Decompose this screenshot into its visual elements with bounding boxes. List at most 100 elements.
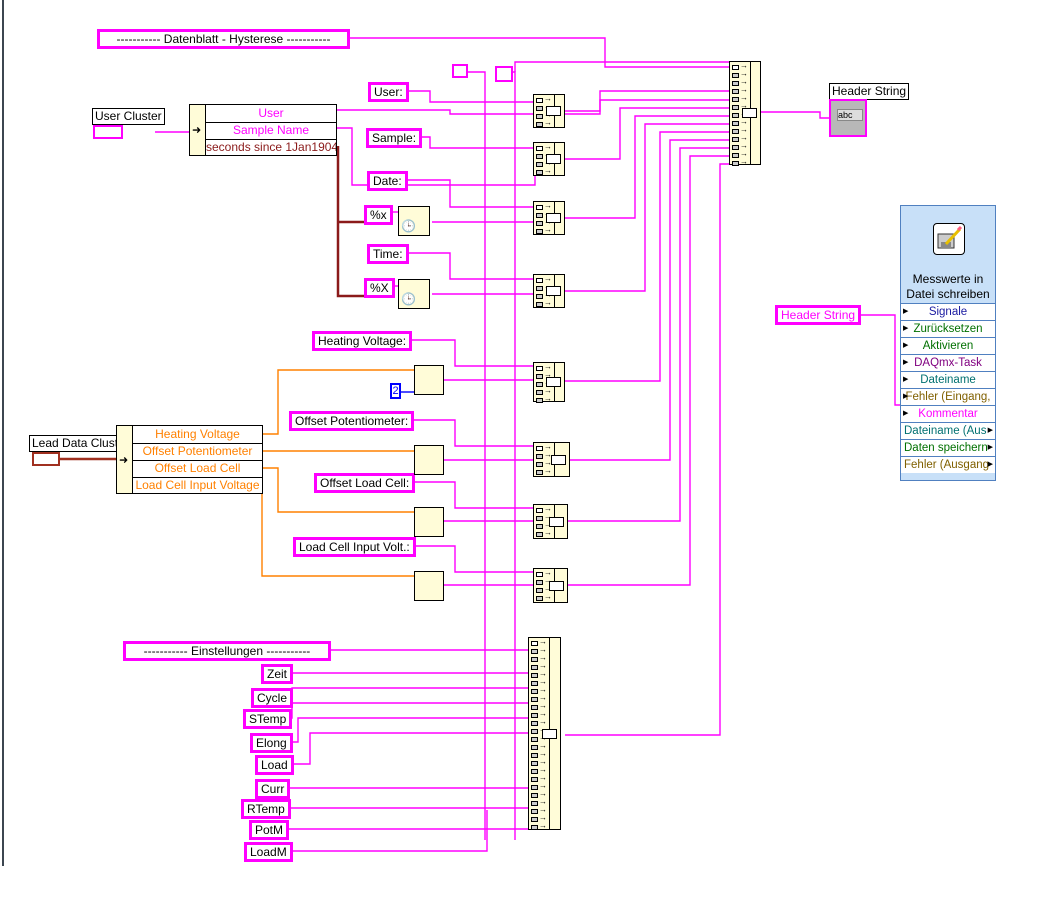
end-of-line-constant-icon[interactable] (495, 66, 513, 82)
concat-input-terminal[interactable] (732, 86, 748, 95)
express-output-terminal[interactable]: Dateiname (Aus▶ (901, 422, 995, 439)
concat-input-terminal[interactable] (536, 505, 552, 514)
column-constant-elong[interactable]: Elong (250, 733, 293, 753)
format-into-string-function[interactable] (414, 365, 444, 395)
concatenate-strings-function[interactable] (533, 568, 568, 603)
concat-input-terminal[interactable] (732, 70, 748, 79)
einstellungen-string-constant[interactable]: ----------- Einstellungen ----------- (123, 641, 331, 661)
concatenate-strings-function-columns[interactable] (528, 637, 561, 830)
concatenate-strings-function[interactable] (533, 201, 565, 235)
concat-input-terminal[interactable] (536, 521, 552, 530)
concat-input-terminal[interactable] (536, 593, 552, 602)
concat-input-terminal[interactable] (536, 443, 552, 452)
concat-input-terminal[interactable] (531, 742, 547, 751)
load-cell-input-volt-string-constant[interactable]: Load Cell Input Volt.: (293, 537, 416, 557)
concat-input-terminal[interactable] (536, 459, 552, 468)
express-input-terminal[interactable]: ▶Aktivieren (901, 337, 995, 354)
column-constant-curr[interactable]: Curr (255, 779, 291, 799)
format-into-string-function[interactable] (414, 571, 444, 601)
concat-input-terminal[interactable] (531, 766, 547, 775)
concat-input-terminal[interactable] (536, 387, 552, 396)
express-output-terminal[interactable]: Fehler (Ausgang▶ (901, 456, 995, 473)
concat-input-terminal[interactable] (536, 569, 552, 578)
concatenate-strings-function[interactable] (533, 442, 570, 477)
concat-input-terminal[interactable] (531, 662, 547, 671)
concat-input-terminal[interactable] (732, 158, 748, 167)
concatenate-strings-function[interactable] (533, 274, 565, 308)
concat-input-terminal[interactable] (732, 126, 748, 135)
express-input-terminal[interactable]: ▶Kommentar (901, 405, 995, 422)
express-input-terminal[interactable]: ▶Zurücksetzen (901, 320, 995, 337)
concat-input-terminal[interactable] (536, 143, 552, 152)
tab-constant-icon[interactable] (452, 64, 468, 78)
format-into-string-function[interactable] (414, 507, 444, 537)
unbundle-field-seconds[interactable]: seconds since 1Jan1904 (206, 140, 336, 154)
concat-input-terminal[interactable] (531, 750, 547, 759)
offset-potentiometer-string-constant[interactable]: Offset Potentiometer: (289, 411, 415, 431)
concat-input-terminal[interactable] (536, 577, 552, 586)
unbundle-field-load-cell-input-voltage[interactable]: Load Cell Input Voltage (135, 478, 260, 492)
precision-numeric-constant[interactable]: 2 (390, 383, 401, 399)
concat-input-terminal[interactable] (536, 167, 552, 176)
write-to-measurement-file-express-vi[interactable]: Messwerte in Datei schreiben ▶Signale▶Zu… (900, 205, 996, 481)
unbundle-field-offset-potentiometer[interactable]: Offset Potentiometer (133, 443, 262, 461)
offset-load-cell-string-constant[interactable]: Offset Load Cell: (314, 473, 416, 493)
column-constant-cycle[interactable]: Cycle (251, 688, 294, 708)
datenblatt-string-constant[interactable]: ----------- Datenblatt - Hysterese -----… (97, 29, 350, 49)
concatenate-strings-function[interactable] (533, 142, 565, 176)
express-input-terminal[interactable]: ▶Fehler (Eingang, (901, 388, 995, 405)
express-input-terminal[interactable]: ▶Dateiname (901, 371, 995, 388)
concat-input-terminal[interactable] (536, 371, 552, 380)
heating-voltage-string-constant[interactable]: Heating Voltage: (312, 331, 413, 351)
concat-input-terminal[interactable] (536, 529, 552, 538)
concat-input-terminal[interactable] (732, 94, 748, 103)
concat-input-terminal[interactable] (531, 782, 547, 791)
time-string-constant[interactable]: Time: (367, 244, 409, 264)
format-datetime-function[interactable]: 🕒 (398, 206, 430, 236)
concatenate-strings-function[interactable] (533, 504, 568, 539)
concat-input-terminal[interactable] (531, 806, 547, 815)
concat-input-terminal[interactable] (536, 513, 552, 522)
user-unbundle-by-name[interactable]: ➜ User Sample Name seconds since 1Jan190… (189, 104, 337, 156)
unbundle-field-heating-voltage[interactable]: Heating Voltage (133, 426, 262, 444)
concat-input-terminal[interactable] (732, 150, 748, 159)
concat-input-terminal[interactable] (732, 78, 748, 87)
column-constant-zeit[interactable]: Zeit (261, 664, 294, 684)
unbundle-field-user[interactable]: User (206, 105, 336, 123)
concat-input-terminal[interactable] (536, 363, 552, 372)
header-string-local-constant[interactable]: Header String (775, 305, 862, 325)
concat-input-terminal[interactable] (732, 142, 748, 151)
concatenate-strings-function-header[interactable] (729, 61, 761, 167)
express-input-terminal[interactable]: ▶Signale (901, 303, 995, 320)
header-string-indicator[interactable]: abc (829, 99, 867, 137)
concatenate-strings-function[interactable] (533, 94, 565, 128)
concat-input-terminal[interactable] (531, 702, 547, 711)
lead-data-cluster-control[interactable] (32, 452, 60, 466)
column-constant-loadm[interactable]: LoadM (244, 842, 293, 862)
concat-input-terminal[interactable] (536, 585, 552, 594)
concat-input-terminal[interactable] (536, 202, 552, 211)
concat-input-terminal[interactable] (732, 62, 748, 71)
date-string-constant[interactable]: Date: (367, 171, 408, 191)
concat-input-terminal[interactable] (536, 451, 552, 460)
concat-input-terminal[interactable] (531, 678, 547, 687)
concat-input-terminal[interactable] (531, 646, 547, 655)
concat-input-terminal[interactable] (531, 686, 547, 695)
column-constant-stemp[interactable]: STemp (243, 709, 293, 729)
column-constant-potm[interactable]: PotM (249, 820, 290, 840)
unbundle-field-offset-load-cell[interactable]: Offset Load Cell (133, 460, 262, 478)
unbundle-field-sample-name[interactable]: Sample Name (206, 122, 336, 140)
user-cluster-control[interactable] (93, 125, 123, 139)
concat-input-terminal[interactable] (732, 134, 748, 143)
concatenate-strings-function[interactable] (533, 362, 565, 404)
column-constant-load[interactable]: Load (255, 755, 294, 775)
concat-input-terminal[interactable] (732, 102, 748, 111)
concat-input-terminal[interactable] (531, 790, 547, 799)
concat-input-terminal[interactable] (536, 275, 552, 284)
format-datetime-function[interactable]: 🕒 (398, 279, 430, 309)
concat-input-terminal[interactable] (531, 758, 547, 767)
concat-input-terminal[interactable] (732, 118, 748, 127)
time-format-constant[interactable]: %X (364, 278, 395, 298)
concat-input-terminal[interactable] (536, 395, 552, 404)
concat-input-terminal[interactable] (536, 95, 552, 104)
